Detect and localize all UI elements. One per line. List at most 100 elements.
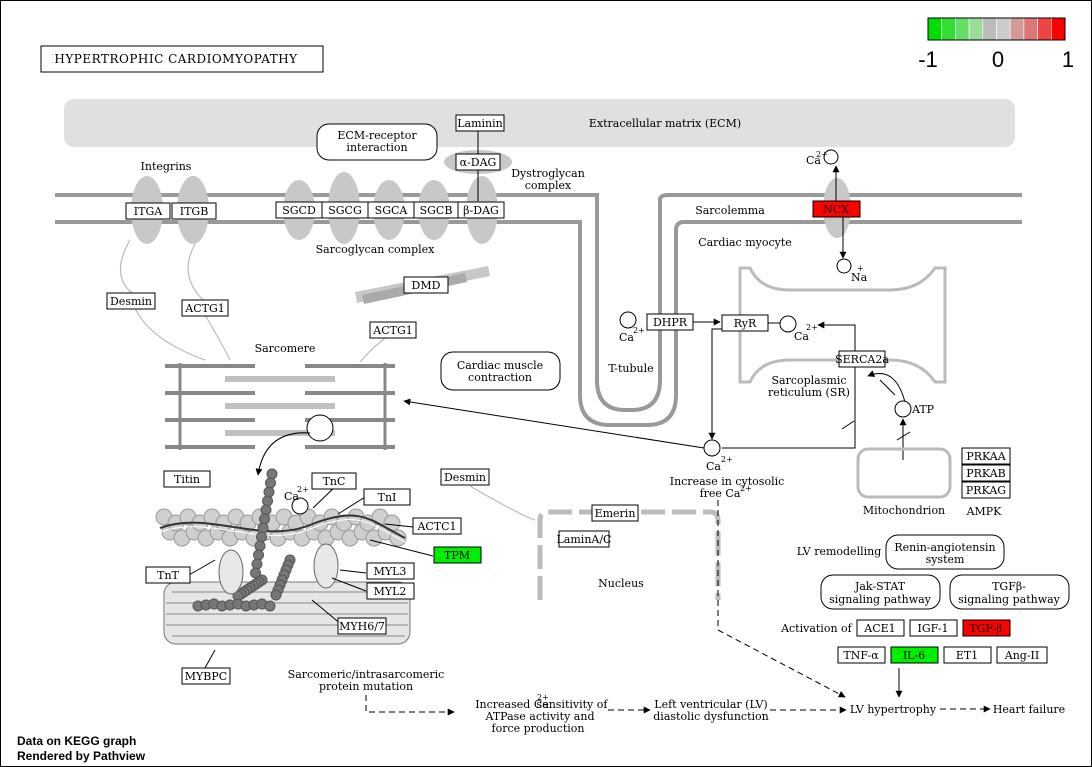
svg-text:ACE1: ACE1 (863, 622, 895, 635)
ca-charge-dhpr: 2+ (633, 326, 645, 335)
jak-stat-map-link[interactable]: Jak-STAT signaling pathway (820, 574, 941, 610)
gene-tnc[interactable]: TnC (311, 472, 357, 490)
legend-max-label: 1 (1062, 47, 1074, 72)
svg-text:Renin-angiotensin: Renin-angiotensin (894, 541, 995, 554)
zoom-arrow (255, 432, 311, 476)
gene-desmin-lower[interactable]: Desmin (440, 468, 490, 486)
gene-tgf-beta[interactable]: TGF-β (962, 619, 1011, 637)
gene-prkab[interactable]: PRKAB (961, 464, 1011, 482)
cardiac-myocyte-label: Cardiac myocyte (698, 236, 792, 249)
gene-beta-dag[interactable]: β-DAG (457, 201, 505, 219)
calcium-ion-outer (823, 149, 839, 165)
tgfb-signaling-map-link[interactable]: TGFβ- signaling pathway (949, 574, 1070, 610)
gene-itgb[interactable]: ITGB (171, 202, 217, 220)
myosin-bead (257, 522, 269, 534)
atp-label: ATP (911, 403, 935, 416)
gene-ang-ii[interactable]: Ang-II (996, 646, 1048, 664)
myosin-bead (265, 477, 276, 489)
legend-color-cell (927, 17, 942, 41)
myosin-bead (263, 486, 275, 498)
gene-sgcd[interactable]: SGCD (275, 201, 323, 219)
sr-label-1: Sarcoplasmic (771, 374, 846, 387)
gene-dhpr[interactable]: DHPR (646, 313, 694, 331)
svg-text:SERCA2a: SERCA2a (835, 353, 889, 366)
lv-dysfunction-label-2: diastolic dysfunction (653, 710, 768, 723)
svg-text:DHPR: DHPR (653, 316, 688, 329)
gene-myh6-7[interactable]: MYH6/7 (337, 617, 387, 635)
gene-emerin[interactable]: Emerin (591, 504, 639, 522)
gene-alpha-dag[interactable]: α-DAG (455, 153, 501, 171)
svg-text:MYL2: MYL2 (374, 585, 407, 598)
na-label: Na (851, 271, 868, 284)
gene-et1[interactable]: ET1 (943, 646, 992, 664)
ca-label-sr: Ca (794, 330, 809, 343)
gene-sgcg[interactable]: SGCG (321, 201, 369, 219)
svg-text:Laminin: Laminin (457, 117, 503, 130)
svg-text:PRKAG: PRKAG (966, 484, 1006, 497)
ecm-receptor-map-link[interactable]: ECM-receptor interaction (316, 123, 438, 161)
mutation-label-2: protein mutation (319, 680, 413, 693)
lv-remodelling-label: LV remodelling (797, 545, 882, 558)
myosin-bead (270, 589, 282, 601)
gene-actg1-lower[interactable]: ACTG1 (369, 321, 417, 339)
gene-actc1[interactable]: ACTC1 (412, 517, 462, 535)
gene-il6[interactable]: IL-6 (890, 646, 939, 664)
svg-text:Desmin: Desmin (110, 295, 152, 308)
svg-text:ACTG1: ACTG1 (372, 324, 412, 337)
gene-laminin[interactable]: Laminin (455, 114, 505, 132)
svg-text:ET1: ET1 (956, 649, 978, 662)
gene-serca2a[interactable]: SERCA2a (835, 350, 889, 368)
gene-desmin-upper[interactable]: Desmin (106, 292, 156, 310)
gene-igf1[interactable]: IGF-1 (909, 619, 958, 637)
gene-sgcb[interactable]: SGCB (413, 201, 459, 219)
sarcoglycan-label: Sarcoglycan complex (316, 243, 435, 256)
gene-actg1-upper[interactable]: ACTG1 (181, 299, 229, 317)
svg-text:Cardiac muscle: Cardiac muscle (457, 359, 543, 372)
gene-tpm[interactable]: TPM (433, 546, 482, 564)
na-charge: + (857, 264, 864, 273)
svg-text:TnT: TnT (157, 569, 179, 582)
activation-of-label: Activation of : (780, 622, 859, 635)
gene-mybpc[interactable]: MYBPC (181, 667, 231, 685)
gene-lamin-ac[interactable]: LaminA/C (557, 530, 612, 548)
sodium-ion (836, 258, 852, 274)
gene-tnf-alpha[interactable]: TNF-α (837, 646, 886, 664)
gene-dmd[interactable]: DMD (403, 276, 449, 294)
gene-ace1[interactable]: ACE1 (856, 619, 905, 637)
svg-text:signaling pathway: signaling pathway (829, 593, 932, 606)
svg-text:system: system (926, 553, 965, 566)
gene-ryr[interactable]: RyR (721, 314, 769, 332)
svg-text:signaling pathway: signaling pathway (958, 593, 1061, 606)
cardiac-muscle-contraction-map-link[interactable]: Cardiac muscle contraction (440, 351, 561, 391)
ca-sarcomere-arrow (403, 398, 705, 449)
gene-prkaa[interactable]: PRKAA (961, 447, 1011, 465)
gene-myl3[interactable]: MYL3 (366, 562, 415, 580)
gene-myl2[interactable]: MYL2 (366, 582, 415, 600)
gene-itga[interactable]: ITGA (125, 202, 171, 220)
gene-tni[interactable]: TnI (363, 488, 411, 506)
gene-ncx[interactable]: NCX (812, 200, 861, 218)
pathway-title: HYPERTROPHIC CARDIOMYOPATHY (40, 45, 324, 73)
lv-dysfunction-label-1: Left ventricular (LV) (654, 698, 767, 711)
renin-angiotensin-map-link[interactable]: Renin-angiotensin system (885, 534, 1005, 570)
increase-ca-label-1: Increase in cytosolic (670, 475, 785, 488)
svg-text:IGF-1: IGF-1 (918, 622, 949, 635)
svg-text:ACTC1: ACTC1 (416, 520, 456, 533)
ca-label-cytosol: Ca (706, 460, 721, 473)
calcium-ion-tnc (291, 497, 309, 515)
credit-line-1: Data on KEGG graph (17, 734, 136, 748)
gene-tnt[interactable]: TnT (145, 566, 191, 584)
ampk-label: AMPK (966, 505, 1003, 518)
sarcolemma-membrane (55, 193, 1022, 427)
dystroglycan-label-2: complex (525, 179, 572, 192)
gene-titin[interactable]: Titin (163, 470, 211, 488)
svg-text:β-DAG: β-DAG (463, 204, 499, 217)
ecm-band (64, 99, 1015, 147)
ca-charge-sensitivity: 2+ (537, 693, 549, 702)
svg-text:MYH6/7: MYH6/7 (339, 620, 385, 633)
gene-sgca[interactable]: SGCA (367, 201, 415, 219)
gene-prkag[interactable]: PRKAG (961, 481, 1011, 499)
sarcolemma-label: Sarcolemma (695, 204, 765, 217)
legend-color-cell (982, 17, 997, 41)
